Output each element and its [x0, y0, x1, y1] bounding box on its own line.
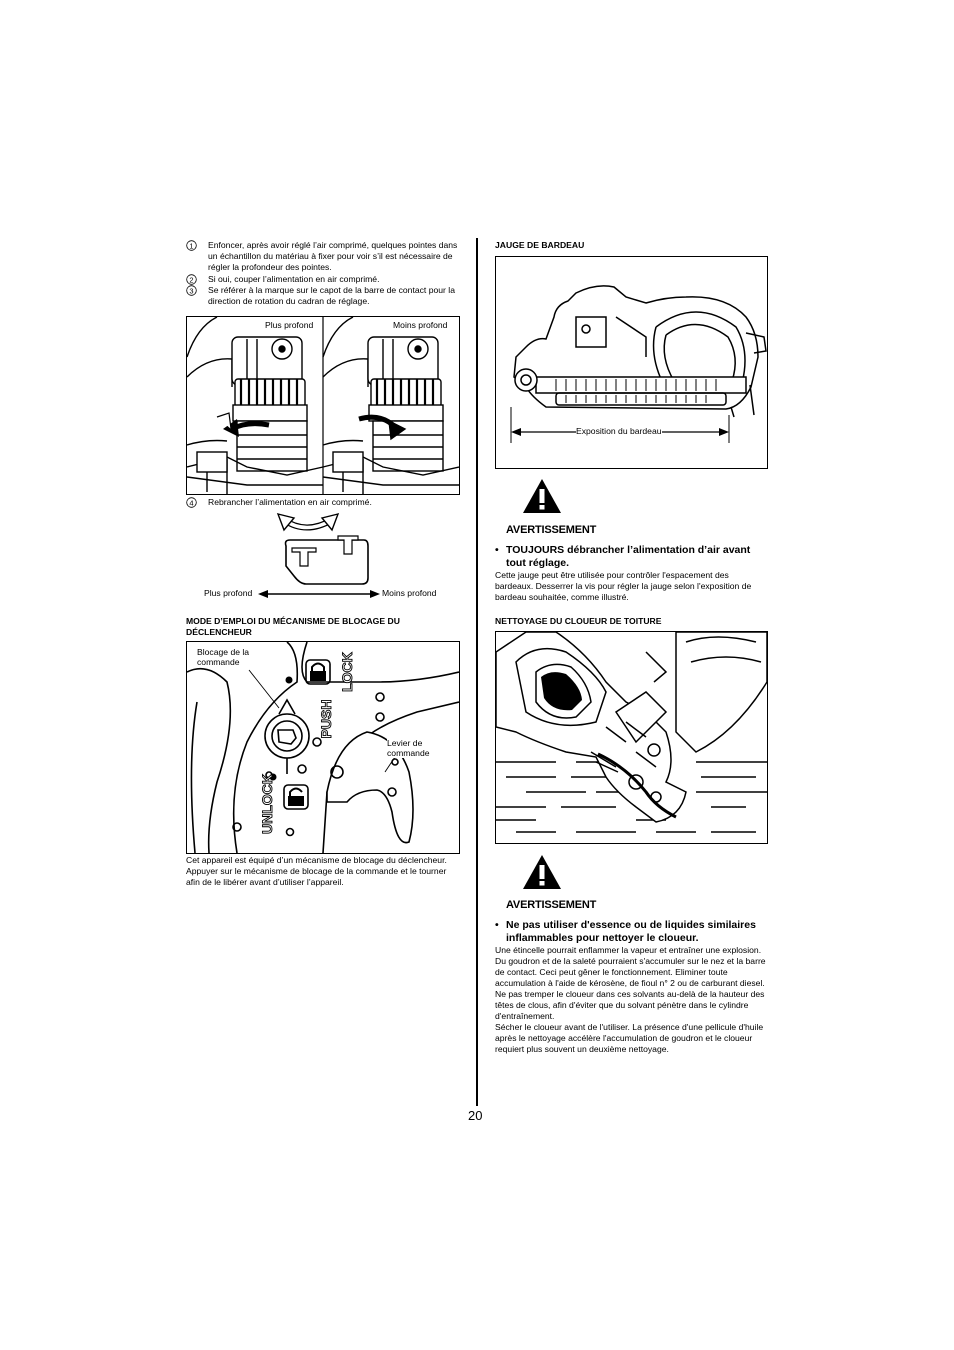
- lock-section-heading: MODE D’EMPLOI DU MÉCANISME DE BLOCAGE DU…: [186, 616, 400, 637]
- cleaning-paragraph-1: Une étincelle pourrait enflammer la vape…: [495, 945, 762, 955]
- column-divider: [476, 238, 478, 1106]
- shingle-gauge-figure: Exposition du bardeau: [495, 256, 768, 469]
- label-exposition-bardeau: Exposition du bardeau: [576, 426, 662, 436]
- depth-adjust-illustration: [187, 317, 459, 494]
- lock-word: LOCK: [339, 652, 355, 692]
- step-number-circle: 1: [186, 240, 198, 252]
- gauge-description: Cette jauge peut être utilisée pour cont…: [495, 570, 752, 602]
- step-text: Rebrancher l’alimentation en air comprim…: [208, 497, 372, 507]
- label-levier-commande: Levier de commande: [387, 738, 443, 758]
- step-text: Se référer à la marque sur le capot de l…: [208, 285, 455, 306]
- warning-triangle-icon: [521, 477, 563, 520]
- step-number-circle: 3: [186, 285, 198, 297]
- svg-text:1: 1: [189, 241, 193, 250]
- label-blocage-commande: Blocage de la commande: [197, 647, 257, 667]
- step-number-circle: 4: [186, 497, 198, 509]
- svg-text:2: 2: [189, 275, 193, 284]
- bullet-dot: •: [495, 919, 499, 931]
- svg-text:4: 4: [189, 498, 193, 507]
- dial-label-plus-profond: Plus profond: [204, 588, 253, 598]
- depth-adjust-figure: Plus profond Moins profond: [186, 316, 460, 495]
- warning-title: AVERTISSEMENT: [506, 524, 597, 536]
- cleaning-paragraph-2: Du goudron et de la saleté pourraient s'…: [495, 956, 766, 1021]
- step-3: 3 Se référer à la marque sur le capot de…: [186, 285, 461, 307]
- warning1-bullet: • TOUJOURS débrancher l’alimentation d’a…: [495, 544, 770, 570]
- trigger-lock-figure: LOCK PUSH UNLOCK Blocage de la commande …: [186, 641, 460, 854]
- depth-panel-right: [322, 317, 459, 494]
- cleaning-text: Une étincelle pourrait enflammer la vape…: [495, 945, 768, 1055]
- lock-icon: [310, 662, 326, 681]
- step-text: Enfoncer, après avoir réglé l’air compri…: [208, 240, 458, 272]
- unlock-word: UNLOCK: [259, 774, 275, 834]
- svg-text:3: 3: [189, 286, 193, 295]
- push-word: PUSH: [318, 700, 334, 739]
- bullet-rest: débrancher l’alimentation d’air avant to…: [506, 544, 751, 569]
- unlock-icon: [288, 787, 304, 806]
- label-plus-profond: Plus profond: [265, 320, 314, 330]
- bullet-text: Ne pas utiliser d'essence ou de liquides…: [506, 919, 756, 944]
- dial-diagram: Plus profond Moins profond: [186, 510, 461, 602]
- shingle-gauge-illustration: [510, 285, 767, 443]
- depth-panel-left: [187, 317, 324, 494]
- bullet-dot: •: [495, 544, 499, 556]
- step-4: 4 Rebrancher l’alimentation en air compr…: [186, 497, 461, 508]
- lock-description: Cet appareil est équipé d’un mécanisme d…: [186, 855, 447, 887]
- gauge-heading: JAUGE DE BARDEAU: [495, 240, 585, 250]
- page-number: 20: [468, 1108, 483, 1123]
- cleaning-figure: [495, 631, 768, 844]
- trigger-lock-illustration: LOCK PUSH UNLOCK: [187, 642, 459, 853]
- warning-triangle-icon: [521, 853, 563, 896]
- warning2-bullet: • Ne pas utiliser d'essence ou de liquid…: [495, 919, 770, 945]
- cleaning-illustration: [496, 632, 767, 833]
- bullet-lead: TOUJOURS: [506, 544, 565, 556]
- step-number-circle: 2: [186, 274, 198, 286]
- dial-label-moins-profond: Moins profond: [382, 588, 437, 598]
- warning-title: AVERTISSEMENT: [506, 899, 597, 911]
- step-text: Si oui, couper l’alimentation en air com…: [208, 274, 380, 284]
- label-moins-profond: Moins profond: [393, 320, 448, 330]
- cleaning-heading: NETTOYAGE DU CLOUEUR DE TOITURE: [495, 616, 662, 626]
- step-2: 2 Si oui, couper l’alimentation en air c…: [186, 274, 461, 285]
- step-1: 1 Enfoncer, après avoir réglé l’air comp…: [186, 240, 461, 273]
- cleaning-paragraph-3: Sécher le cloueur avant de l'utiliser. L…: [495, 1022, 764, 1054]
- dial-rotation-illustration: [258, 512, 380, 598]
